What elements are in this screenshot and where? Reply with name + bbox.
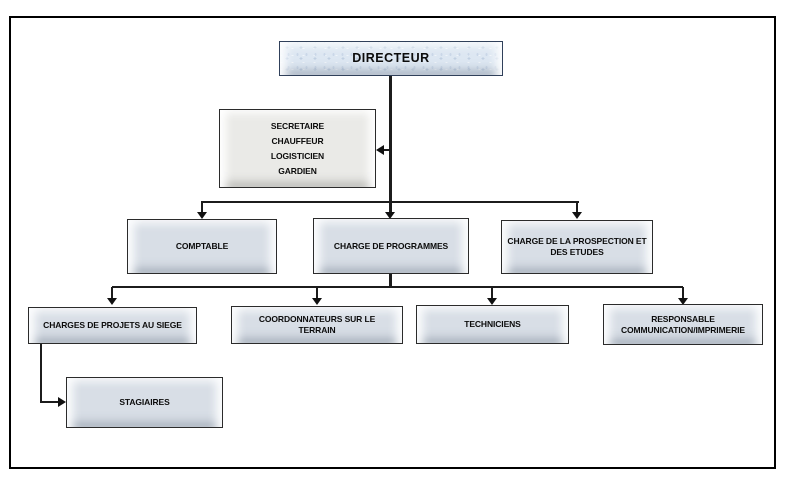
connector-stagiaires-vertical [40, 344, 42, 403]
node-comptable-label: COMPTABLE [175, 241, 229, 251]
arrowhead-to-responsable [678, 298, 688, 305]
connector-drop-responsable [682, 287, 684, 298]
arrowhead-to-stagiaires [58, 397, 66, 407]
support-line-chauffeur: CHAUFFEUR [271, 135, 324, 146]
connector-trunk-vertical [389, 76, 392, 212]
arrowhead-to-techniciens [487, 298, 497, 305]
connector-drop-coordonnateurs [316, 287, 318, 298]
node-support-staff: SECRETAIRE CHAUFFEUR LOGISTICIEN GARDIEN [219, 109, 376, 188]
connector-to-support [384, 149, 390, 151]
node-responsable-label: RESPONSABLE COMMUNICATION/IMPRIMERIE [621, 313, 745, 335]
arrowhead-to-support [376, 145, 384, 155]
node-stagiaires-label: STAGIAIRES [119, 397, 170, 407]
arrowhead-to-projets [107, 298, 117, 305]
connector-programmes-stub [389, 274, 392, 287]
connector-drop-techniciens [491, 287, 493, 298]
node-projets-label: CHARGES DE PROJETS AU SIEGE [43, 320, 182, 330]
support-line-gardien: GARDIEN [278, 165, 317, 176]
node-coordonnateurs-terrain: COORDONNATEURS SUR LE TERRAIN [231, 306, 403, 344]
node-techniciens-label: TECHNICIENS [464, 319, 521, 329]
arrowhead-to-programmes [385, 212, 395, 219]
support-line-secretaire: SECRETAIRE [270, 120, 325, 131]
node-coordonnateurs-label: COORDONNATEURS SUR LE TERRAIN [258, 314, 376, 335]
node-charge-de-programmes: CHARGE DE PROGRAMMES [313, 218, 469, 274]
connector-level2-rail [112, 286, 683, 288]
chart-outer-frame: DIRECTEUR SECRETAIRE CHAUFFEUR LOGISTICI… [9, 16, 776, 469]
node-directeur-label: DIRECTEUR [352, 51, 430, 65]
node-prospection-label: CHARGE DE LA PROSPECTION ET DES ETUDES [507, 236, 647, 257]
connector-drop-prospection [576, 201, 578, 212]
arrowhead-to-comptable [197, 212, 207, 219]
connector-stagiaires-horizontal [40, 401, 59, 403]
arrowhead-to-prospection [572, 212, 582, 219]
node-charge-prospection-etudes: CHARGE DE LA PROSPECTION ET DES ETUDES [501, 220, 653, 274]
node-charges-projets-siege: CHARGES DE PROJETS AU SIEGE [28, 307, 197, 344]
connector-drop-comptable [201, 201, 203, 212]
support-line-logisticien: LOGISTICIEN [270, 150, 325, 161]
node-stagiaires: STAGIAIRES [66, 377, 223, 428]
arrowhead-to-coordonnateurs [312, 298, 322, 305]
node-comptable: COMPTABLE [127, 219, 277, 274]
connector-drop-projets [111, 287, 113, 298]
node-programmes-label: CHARGE DE PROGRAMMES [333, 240, 449, 251]
node-techniciens: TECHNICIENS [416, 305, 569, 344]
connector-level1-rail [202, 201, 579, 203]
node-directeur: DIRECTEUR [279, 41, 503, 76]
node-responsable-communication: RESPONSABLE COMMUNICATION/IMPRIMERIE [603, 304, 763, 345]
